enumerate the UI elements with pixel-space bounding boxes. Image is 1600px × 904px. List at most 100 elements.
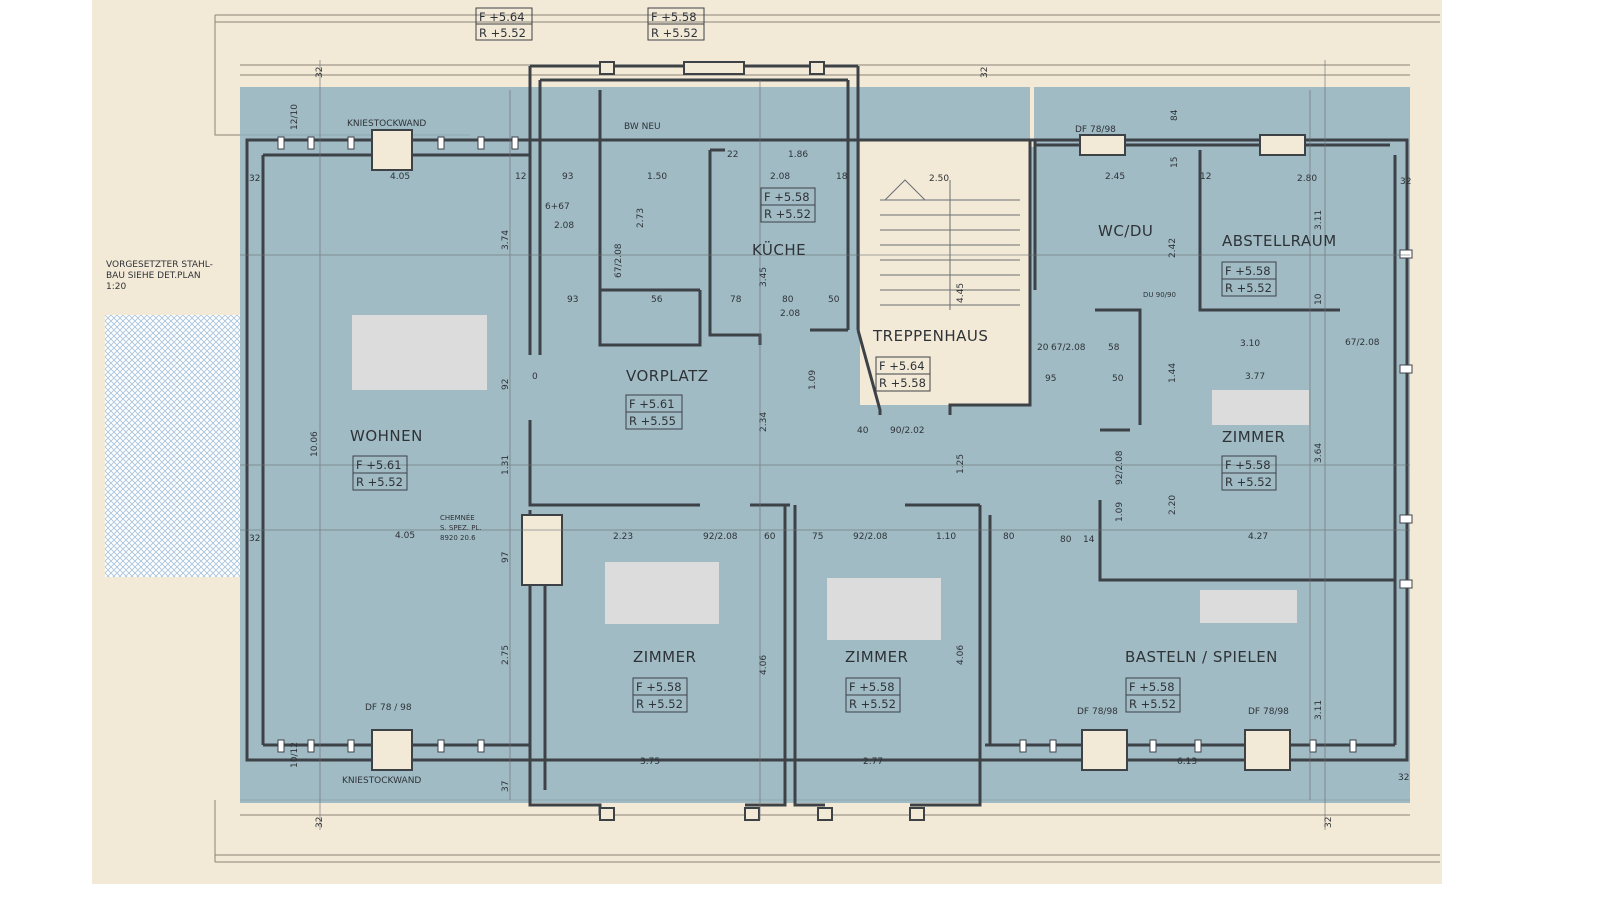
svg-text:6+67: 6+67 xyxy=(545,202,570,212)
level-zimmer-a-f: F +5.58 xyxy=(636,680,682,694)
svg-text:1.09: 1.09 xyxy=(1115,502,1125,522)
note-df-top: DF 78/98 xyxy=(1075,125,1116,135)
note-du: DU 90/90 xyxy=(1143,291,1176,299)
note-kniestock-bottom: KNIESTOCKWAND xyxy=(342,776,421,786)
svg-text:2.34: 2.34 xyxy=(759,412,769,432)
svg-text:2.08: 2.08 xyxy=(780,309,800,319)
level-top1-r: R +5.52 xyxy=(479,26,526,40)
svg-text:0: 0 xyxy=(532,372,538,382)
svg-text:3.11: 3.11 xyxy=(1314,210,1324,230)
room-label-zimmer-b: ZIMMER xyxy=(845,648,908,666)
svg-text:2.42: 2.42 xyxy=(1168,238,1178,258)
note-df-bottom-r1: DF 78/98 xyxy=(1077,707,1118,717)
room-label-wohnen: WOHNEN xyxy=(350,427,423,445)
svg-text:37: 37 xyxy=(501,781,511,792)
svg-text:95: 95 xyxy=(1045,374,1056,384)
level-basteln-f: F +5.58 xyxy=(1129,680,1175,694)
svg-text:10: 10 xyxy=(1314,293,1324,305)
note-chemnee-1: CHEMNÉE xyxy=(440,513,475,522)
redactions xyxy=(352,315,1309,640)
svg-text:32: 32 xyxy=(1400,177,1411,187)
level-abstellraum-f: F +5.58 xyxy=(1225,264,1271,278)
svg-text:90/2.02: 90/2.02 xyxy=(890,426,925,436)
note-stahlbau-2: BAU SIEHE DET.PLAN xyxy=(106,271,201,281)
svg-text:92: 92 xyxy=(501,379,511,390)
svg-text:92/2.08: 92/2.08 xyxy=(703,532,738,542)
svg-text:3.45: 3.45 xyxy=(759,267,769,287)
svg-text:2.08: 2.08 xyxy=(770,172,790,182)
level-treppenhaus-r: R +5.58 xyxy=(879,376,926,390)
level-zimmer-a-r: R +5.52 xyxy=(636,697,683,711)
room-label-bw-neu: BW NEU xyxy=(624,122,661,132)
svg-text:67/2.08: 67/2.08 xyxy=(1345,338,1380,348)
svg-text:3.10: 3.10 xyxy=(1240,339,1260,349)
svg-text:4.05: 4.05 xyxy=(395,531,415,541)
svg-text:80: 80 xyxy=(1003,532,1015,542)
svg-text:4.06: 4.06 xyxy=(956,645,966,665)
svg-text:2.20: 2.20 xyxy=(1168,495,1178,515)
svg-text:32: 32 xyxy=(1324,817,1334,828)
level-top1-f: F +5.64 xyxy=(479,10,525,24)
svg-text:80: 80 xyxy=(1060,535,1072,545)
balcony-hatch xyxy=(105,315,240,577)
level-treppenhaus-f: F +5.64 xyxy=(879,359,925,373)
svg-text:92/2.08: 92/2.08 xyxy=(853,532,888,542)
svg-text:32: 32 xyxy=(315,67,325,78)
level-zimmer-b-r: R +5.52 xyxy=(849,697,896,711)
wall-openings xyxy=(277,136,1413,753)
level-boxes xyxy=(352,7,1277,713)
room-label-zimmer-right: ZIMMER xyxy=(1222,428,1285,446)
room-label-abstellraum: ABSTELLRAUM xyxy=(1222,232,1337,250)
svg-text:4.05: 4.05 xyxy=(390,172,410,182)
svg-text:67/2.08: 67/2.08 xyxy=(614,243,624,278)
svg-text:56: 56 xyxy=(651,295,663,305)
svg-text:2.75: 2.75 xyxy=(501,645,511,665)
svg-text:78: 78 xyxy=(730,295,742,305)
svg-text:58: 58 xyxy=(1108,343,1120,353)
room-label-basteln: BASTELN / SPIELEN xyxy=(1125,648,1278,666)
svg-text:4.45: 4.45 xyxy=(956,283,966,303)
level-kueche-r: R +5.52 xyxy=(764,207,811,221)
level-vorplatz-f: F +5.61 xyxy=(629,397,675,411)
svg-text:1.25: 1.25 xyxy=(956,454,966,474)
svg-text:84: 84 xyxy=(1170,109,1180,121)
svg-text:14: 14 xyxy=(1083,535,1095,545)
level-top2-f: F +5.58 xyxy=(651,10,697,24)
svg-text:1.86: 1.86 xyxy=(788,150,808,160)
note-chemnee-3: 8920 20.6 xyxy=(440,534,476,542)
level-zimmer-r-r: R +5.52 xyxy=(1225,475,1272,489)
svg-text:1.09: 1.09 xyxy=(808,370,818,390)
svg-text:97: 97 xyxy=(501,552,511,563)
level-wohnen-f: F +5.61 xyxy=(356,458,402,472)
svg-text:32: 32 xyxy=(1398,773,1409,783)
floor-area-overlay xyxy=(240,87,1410,803)
svg-text:3.77: 3.77 xyxy=(1245,372,1265,382)
svg-text:1.31: 1.31 xyxy=(501,455,511,475)
dimension-labels-edge: 32 32 32 32 32 32 32 32 xyxy=(249,67,1411,828)
svg-text:32: 32 xyxy=(980,67,990,78)
note-chemnee-2: S. SPEZ. PL. xyxy=(440,524,482,532)
svg-text:20: 20 xyxy=(1037,343,1049,353)
svg-text:93: 93 xyxy=(562,172,573,182)
note-kniestock-top: KNIESTOCKWAND xyxy=(347,119,426,129)
svg-text:3.74: 3.74 xyxy=(501,230,511,250)
room-label-zimmer-a: ZIMMER xyxy=(633,648,696,666)
svg-text:32: 32 xyxy=(249,174,260,184)
svg-text:80: 80 xyxy=(782,295,794,305)
dimension-labels: 4.05 4.05 93 1.50 12 22 1.86 2.08 18 93 … xyxy=(390,150,1380,767)
dimension-labels-vertical: 10.06 3.74 92 1.31 97 2.75 37 2.73 3.45 … xyxy=(290,104,1324,792)
level-basteln-r: R +5.52 xyxy=(1129,697,1176,711)
dimension-lines xyxy=(240,60,1410,830)
room-label-wcdu: WC/DU xyxy=(1098,222,1153,240)
svg-text:12/10: 12/10 xyxy=(290,104,300,130)
stair-treads xyxy=(880,179,1020,310)
svg-text:3.75: 3.75 xyxy=(640,757,660,767)
room-label-vorplatz: VORPLATZ xyxy=(626,367,709,385)
level-vorplatz-r: R +5.55 xyxy=(629,414,676,428)
svg-text:3.11: 3.11 xyxy=(1314,700,1324,720)
level-abstellraum-r: R +5.52 xyxy=(1225,281,1272,295)
svg-text:60: 60 xyxy=(764,532,776,542)
svg-text:4.27: 4.27 xyxy=(1248,532,1268,542)
svg-text:32: 32 xyxy=(315,817,325,828)
level-top2-r: R +5.52 xyxy=(651,26,698,40)
